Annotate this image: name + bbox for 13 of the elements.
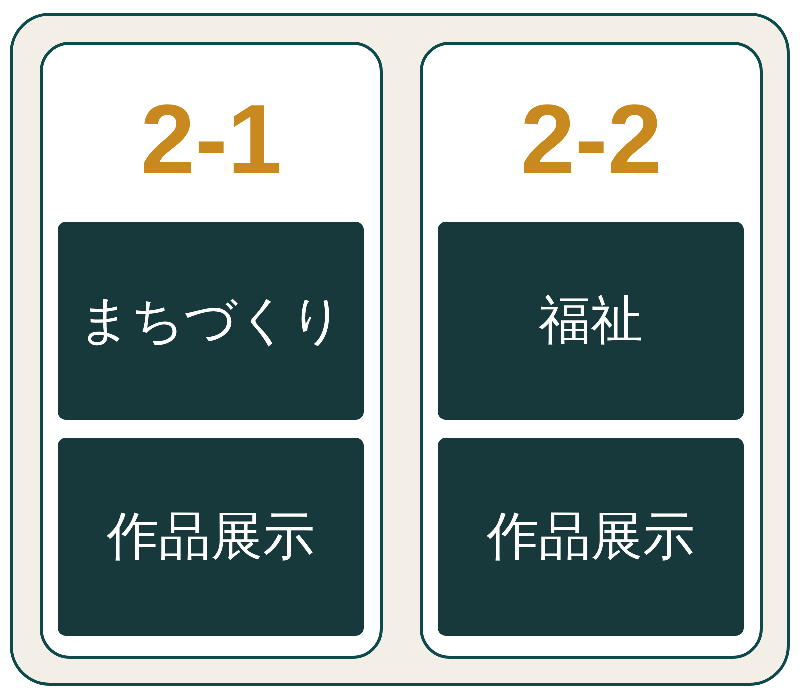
topic-tile	[58, 222, 364, 420]
category-card	[40, 42, 383, 659]
tile-label: まちづくり	[78, 290, 344, 352]
topic-tile	[438, 222, 744, 420]
topic-tile	[58, 438, 364, 636]
tile-label: 福祉	[539, 290, 643, 352]
category-card	[420, 42, 763, 659]
outer-frame	[10, 13, 790, 686]
card-heading: 2-2	[520, 90, 662, 188]
card-heading: 2-1	[140, 90, 282, 188]
tile-label: 作品展示	[107, 506, 315, 568]
topic-tile	[438, 438, 744, 636]
tile-label: 作品展示	[487, 506, 695, 568]
